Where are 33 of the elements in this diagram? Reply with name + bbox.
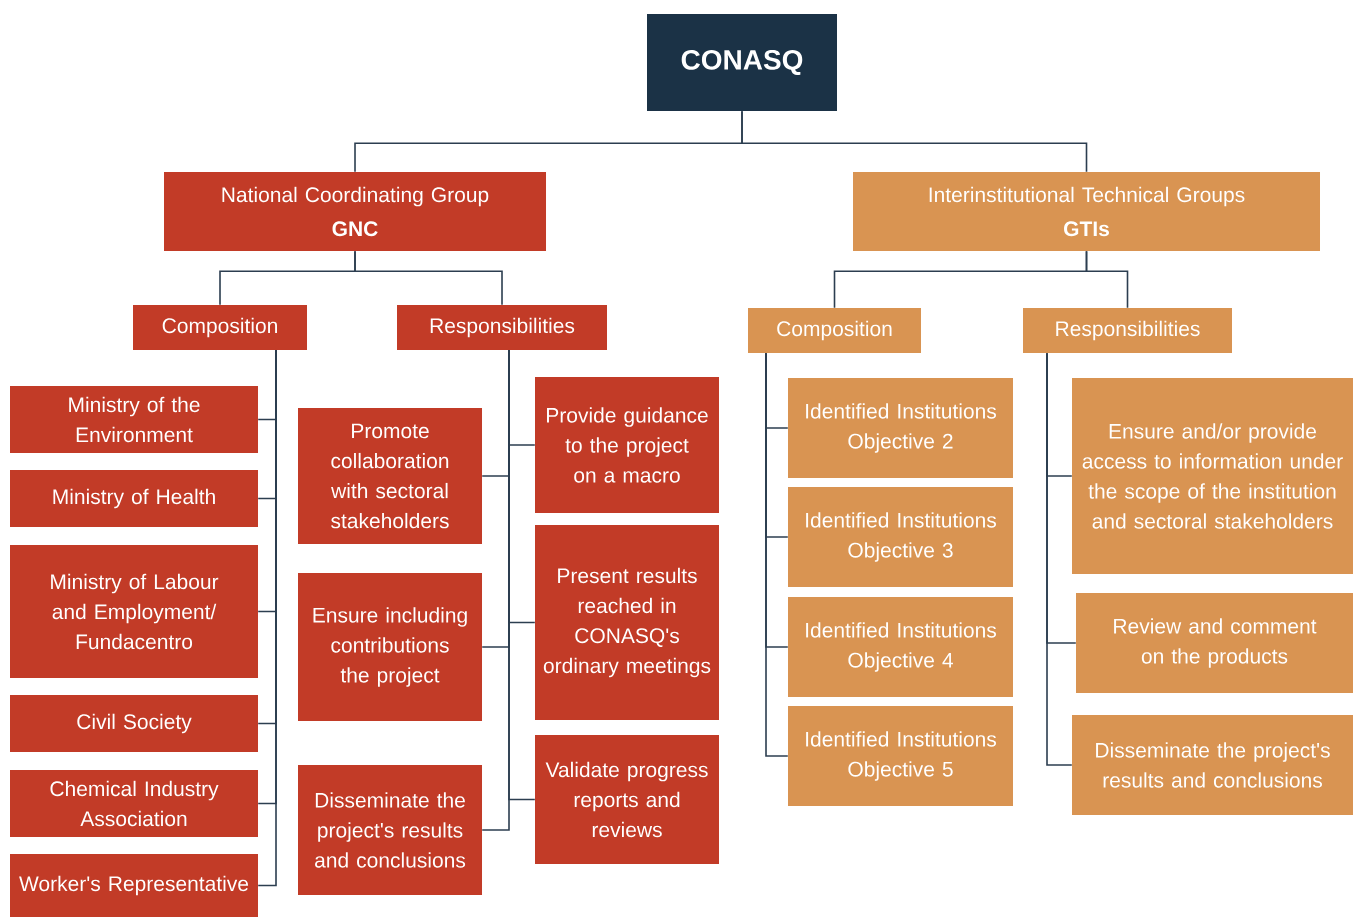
org-box: Ministry of Labour and Employment/ Fundacentro: [10, 545, 258, 678]
connector-line: [1046, 352, 1073, 766]
org-box: Provide guidance to the project on a macro: [535, 377, 719, 513]
org-box: Civil Society: [10, 695, 258, 752]
org-box: Review and comment on the products: [1076, 593, 1353, 693]
org-box: Chemical Industry Association: [10, 770, 258, 837]
org-box: Identified Institutions Objective 3: [788, 487, 1013, 587]
org-box: Disseminate the project's results and conclusions: [298, 765, 482, 895]
title-box: CONASQ: [647, 14, 837, 111]
org-box: Disseminate the project's results and conclusions: [1072, 715, 1353, 815]
org-box: Validate progress reports and reviews: [535, 735, 719, 864]
org-box: Present results reached in CONASQ's ordinary meetings: [535, 525, 719, 720]
connector-line: [741, 110, 1088, 173]
org-box: Ensure including contributions the project: [298, 573, 482, 721]
org-box: Identified Institutions Objective 4: [788, 597, 1013, 697]
org-box: Responsibilities: [397, 305, 607, 350]
org-box: Composition: [748, 308, 921, 353]
org-box: Worker's Representative: [10, 854, 258, 917]
org-box: National Coordinating Group GNC: [164, 172, 546, 251]
org-box: Ministry of the Environment: [10, 386, 258, 453]
connector-line: [354, 250, 503, 306]
org-box: Promote collaboration with sectoral stakeholders: [298, 408, 482, 544]
connector-line: [765, 352, 789, 757]
org-box: Ensure and/or provide access to information under the scope of the institution and sectoral stakeholders: [1072, 378, 1353, 574]
org-box: Responsibilities: [1023, 308, 1232, 353]
connector-line: [1085, 250, 1129, 309]
org-box: Ministry of Health: [10, 470, 258, 527]
org-box: Interinstitutional Technical Groups GTIs: [853, 172, 1320, 251]
connector-line: [508, 349, 536, 801]
org-box: Composition: [133, 305, 307, 350]
org-box: Identified Institutions Objective 5: [788, 706, 1013, 806]
org-box: Identified Institutions Objective 2: [788, 378, 1013, 478]
connector-line: [257, 349, 277, 887]
